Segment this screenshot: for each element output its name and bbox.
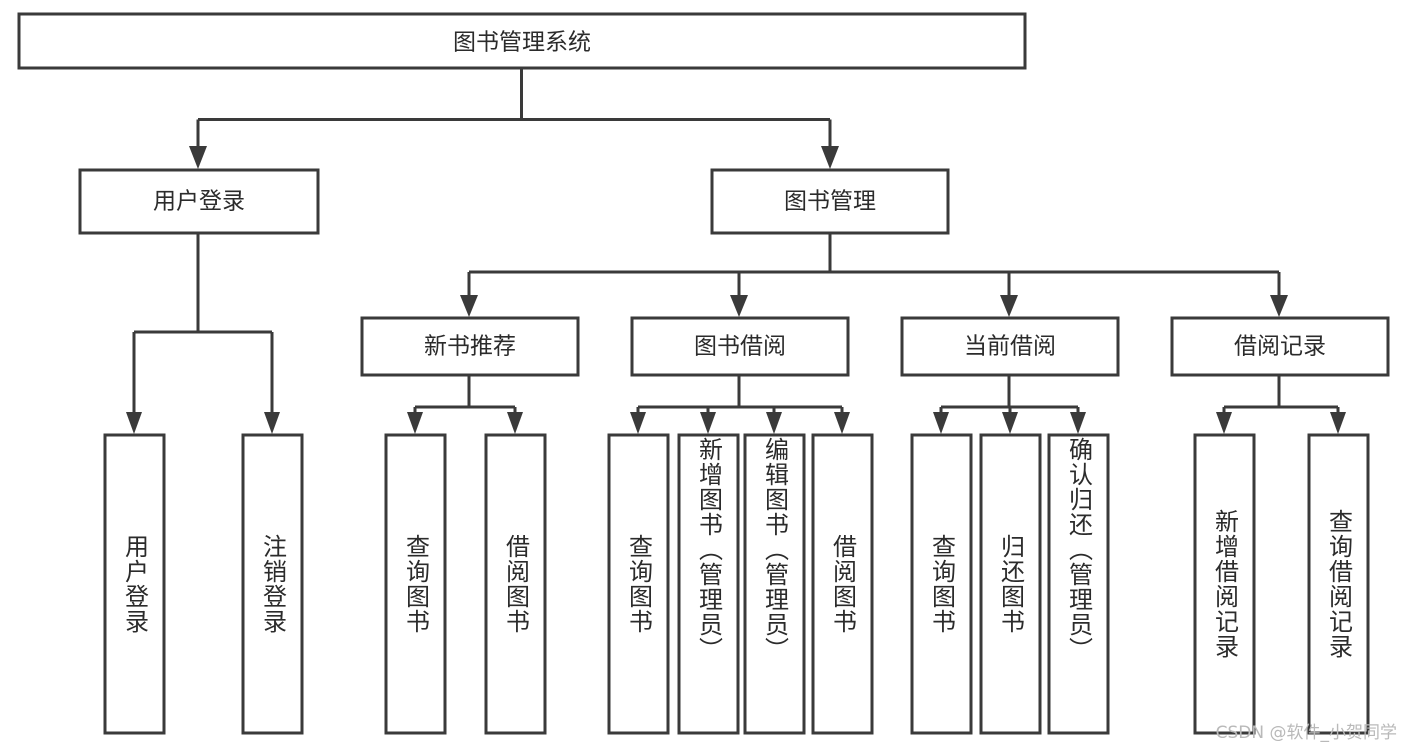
arrow-head-current-borrow xyxy=(1000,295,1018,317)
leaf-label-book-borrow-4: 借阅图书 xyxy=(828,534,857,634)
watermark-text: CSDN @软件_小贺同学 xyxy=(1215,723,1397,743)
arrow-head-book-borrow-leaf4 xyxy=(834,412,850,434)
arrow-head-current-borrow-leaf3 xyxy=(1070,412,1086,434)
arrow-head-current-borrow-leaf1 xyxy=(933,412,949,434)
node-root[interactable]: 图书管理系统 xyxy=(17,12,1027,70)
arrow-head-user-login-leaf1 xyxy=(126,412,142,434)
arrow-head-user-login xyxy=(189,146,207,169)
leaf-box-current-borrow-2[interactable] xyxy=(979,433,1042,735)
arrow-head-user-login-leaf2 xyxy=(264,412,280,434)
leaf-box-current-borrow-1[interactable] xyxy=(910,433,973,735)
leaf-label-book-borrow-1: 查询图书 xyxy=(624,534,653,634)
node-new-book-recommend[interactable]: 新书推荐 xyxy=(360,316,580,377)
node-book-management-box[interactable] xyxy=(710,168,950,235)
leaf-label-user-login-2: 注销登录 xyxy=(258,534,287,634)
node-borrow-record-box[interactable] xyxy=(1170,316,1390,377)
node-borrow-record[interactable]: 借阅记录 xyxy=(1170,316,1390,377)
node-user-login[interactable]: 用户登录 xyxy=(78,168,320,235)
node-root-box[interactable] xyxy=(17,12,1027,70)
leaf-box-book-borrow-1[interactable] xyxy=(607,433,670,735)
node-book-management[interactable]: 图书管理 xyxy=(710,168,950,235)
node-current-borrow-label: 当前借阅 xyxy=(964,334,1056,360)
node-new-book-recommend-box[interactable] xyxy=(360,316,580,377)
connector-group xyxy=(126,68,1346,434)
arrow-head-book-mgmt xyxy=(821,146,839,169)
node-borrow-record-label: 借阅记录 xyxy=(1234,334,1326,360)
node-new-book-recommend-label: 新书推荐 xyxy=(424,334,516,360)
node-root-label: 图书管理系统 xyxy=(453,30,591,56)
arrow-head-borrow-record-leaf1 xyxy=(1216,412,1232,434)
leaf-label-current-borrow-2: 归还图书 xyxy=(996,534,1025,634)
arrow-head-current-borrow-leaf2 xyxy=(1002,412,1018,434)
leaf-box-user-login-1[interactable] xyxy=(103,433,166,735)
node-book-borrow[interactable]: 图书借阅 xyxy=(630,316,850,377)
leaf-label-borrow-record-1: 新增借阅记录 xyxy=(1210,509,1239,659)
node-user-login-box[interactable] xyxy=(78,168,320,235)
node-user-login-label: 用户登录 xyxy=(153,189,245,215)
arrow-head-new-book-leaf2 xyxy=(507,412,523,434)
leaf-box-book-borrow-3[interactable] xyxy=(743,433,806,735)
node-book-borrow-label: 图书借阅 xyxy=(694,334,786,360)
leaf-label-current-borrow-1: 查询图书 xyxy=(927,534,956,634)
leaf-box-borrow-record-1[interactable] xyxy=(1193,433,1256,735)
leaf-box-borrow-record-2[interactable] xyxy=(1307,433,1370,735)
leaf-box-book-borrow-2[interactable] xyxy=(677,433,740,735)
node-book-management-label: 图书管理 xyxy=(784,189,876,215)
arrow-head-book-borrow xyxy=(730,295,748,317)
node-current-borrow-box[interactable] xyxy=(900,316,1120,377)
leaf-box-book-borrow-4[interactable] xyxy=(811,433,874,735)
leaf-box-new-book-1[interactable] xyxy=(384,433,447,735)
leaf-label-new-book-2: 借阅图书 xyxy=(501,534,530,634)
leaf-label-borrow-record-2: 查询借阅记录 xyxy=(1324,509,1353,659)
leaf-label-new-book-1: 查询图书 xyxy=(401,534,430,634)
leaf-label-book-borrow-3: 编辑图书（管理员） xyxy=(760,437,789,662)
leaf-label-current-borrow-3: 确认归还（管理员） xyxy=(1064,437,1093,662)
leaf-box-user-login-2[interactable] xyxy=(241,433,304,735)
arrow-head-book-borrow-leaf2 xyxy=(700,412,716,434)
node-book-borrow-box[interactable] xyxy=(630,316,850,377)
arrow-head-new-book-leaf1 xyxy=(407,412,423,434)
arrow-head-book-borrow-leaf1 xyxy=(630,412,646,434)
leaf-box-current-borrow-3[interactable] xyxy=(1047,433,1110,735)
leaf-label-book-borrow-2: 新增图书（管理员） xyxy=(694,437,723,662)
arrow-head-book-borrow-leaf3 xyxy=(766,412,782,434)
leaf-box-new-book-2[interactable] xyxy=(484,433,547,735)
node-current-borrow[interactable]: 当前借阅 xyxy=(900,316,1120,377)
arrow-head-borrow-record xyxy=(1270,295,1288,317)
arrow-head-borrow-record-leaf2 xyxy=(1330,412,1346,434)
leaf-label-user-login-1: 用户登录 xyxy=(120,534,149,634)
arrow-head-new-book xyxy=(460,295,478,317)
